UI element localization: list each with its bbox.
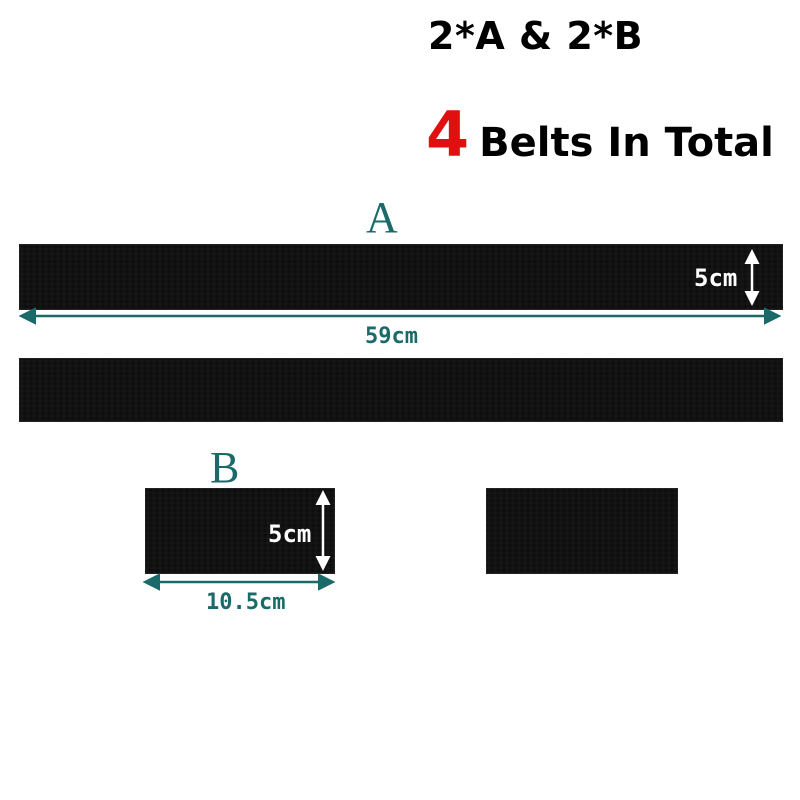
- belt-a-strap-2: [19, 358, 783, 422]
- total-number: 4: [426, 98, 470, 171]
- belt-a-width-label: 5cm: [694, 264, 738, 292]
- belt-b-label: B: [210, 443, 240, 492]
- quantity-heading: 2*A & 2*B: [428, 14, 644, 58]
- belt-b-strap-2: [486, 488, 678, 574]
- belt-b-width-label: 5cm: [268, 520, 312, 548]
- total-text: Belts In Total: [479, 120, 774, 166]
- belt-a-label: A: [366, 193, 398, 242]
- belt-a-length-label: 59cm: [365, 324, 418, 349]
- belt-a-strap-1: [19, 244, 783, 310]
- belt-b-strap-1: [145, 488, 335, 574]
- belt-b-length-label: 10.5cm: [206, 590, 286, 615]
